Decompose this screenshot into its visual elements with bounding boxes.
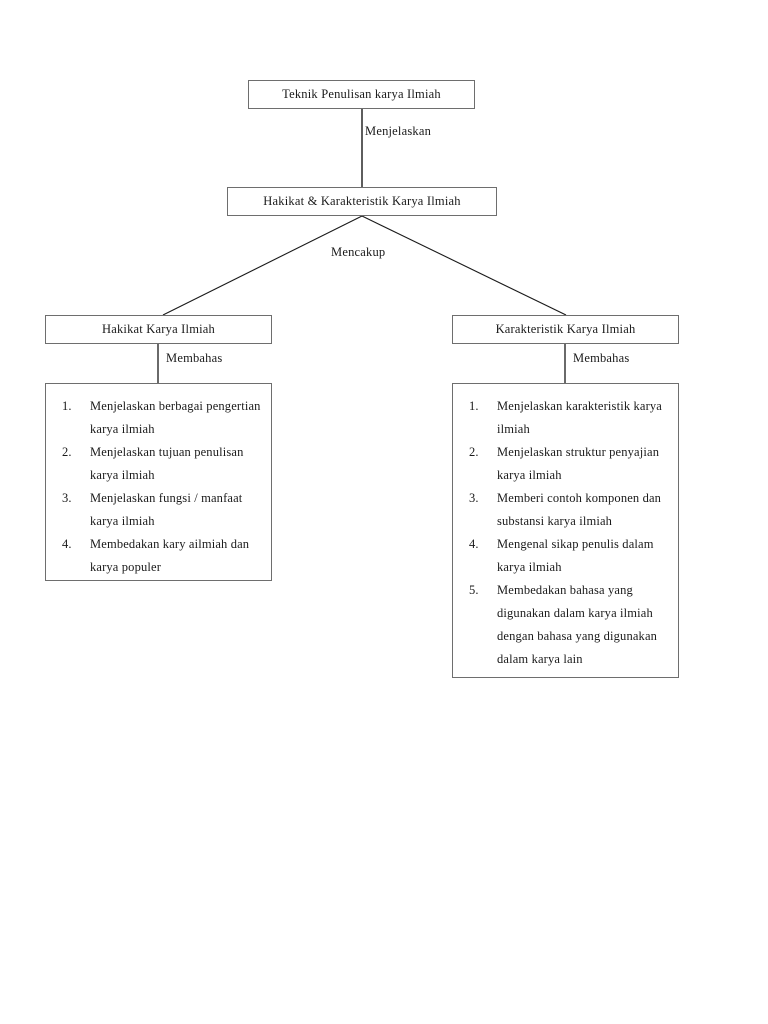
hakikat-item-list: 1. Menjelaskan berbagai pengertian karya …	[56, 395, 261, 579]
list-item: 4. Mengenal sikap penulis dalam karya ilm…	[463, 533, 668, 579]
list-item: 4. Membedakan kary ailmiah dan karya popu…	[56, 533, 261, 579]
node-root[interactable]: Teknik Penulisan karya Ilmiah	[248, 80, 475, 109]
node-left-branch-label: Hakikat Karya Ilmiah	[102, 322, 215, 336]
node-hakikat-karya-ilmiah[interactable]: Hakikat Karya Ilmiah	[45, 315, 272, 344]
connector-level2-to-right	[361, 215, 567, 316]
list-item-number: 3.	[62, 491, 72, 505]
list-item-number: 2.	[62, 445, 72, 459]
list-item-text: Menjelaskan karakteristik karya ilmiah	[497, 399, 663, 436]
edge-label-membahas-left: Membahas	[166, 351, 223, 365]
list-item-text: Memberi contoh komponen dan substansi ka…	[497, 491, 662, 528]
list-item: 3. Menjelaskan fungsi / manfaat karya ilm…	[56, 487, 261, 533]
list-item-text: Menjelaskan struktur penyajian karya ilm…	[497, 445, 660, 482]
list-item: 5. Membedakan bahasa yang digunakan dalam…	[463, 579, 668, 671]
karakteristik-item-list: 1. Menjelaskan karakteristik karya ilmiah…	[463, 395, 668, 671]
node-karakteristik-karya-ilmiah[interactable]: Karakteristik Karya Ilmiah	[452, 315, 679, 344]
list-item-number: 5.	[469, 583, 479, 597]
node-root-label: Teknik Penulisan karya Ilmiah	[282, 87, 441, 101]
list-item-number: 2.	[469, 445, 479, 459]
list-box-hakikat: 1. Menjelaskan berbagai pengertian karya …	[45, 383, 272, 581]
list-item-number: 1.	[62, 399, 72, 413]
list-box-karakteristik: 1. Menjelaskan karakteristik karya ilmiah…	[452, 383, 679, 678]
list-item-text: Menjelaskan fungsi / manfaat karya ilmia…	[90, 491, 243, 528]
list-item-number: 4.	[62, 537, 72, 551]
list-item: 3. Memberi contoh komponen dan substansi …	[463, 487, 668, 533]
connector-level2-to-left	[162, 215, 363, 316]
list-item: 2. Menjelaskan struktur penyajian karya i…	[463, 441, 668, 487]
edge-label-menjelaskan: Menjelaskan	[365, 124, 432, 138]
node-right-branch-label: Karakteristik Karya Ilmiah	[495, 322, 636, 336]
node-level2[interactable]: Hakikat & Karakteristik Karya Ilmiah	[227, 187, 497, 216]
edge-label-membahas-right: Membahas	[573, 351, 630, 365]
list-item-number: 3.	[469, 491, 479, 505]
edge-label-mencakup: Mencakup	[331, 245, 386, 259]
list-item: 2. Menjelaskan tujuan penulisan karya ilm…	[56, 441, 261, 487]
list-item-number: 1.	[469, 399, 479, 413]
node-level2-label: Hakikat & Karakteristik Karya Ilmiah	[263, 194, 461, 208]
list-item-text: Mengenal sikap penulis dalam karya ilmia…	[497, 537, 654, 574]
list-item: 1. Menjelaskan karakteristik karya ilmiah	[463, 395, 668, 441]
list-item-text: Membedakan kary ailmiah dan karya popule…	[90, 537, 250, 574]
list-item: 1. Menjelaskan berbagai pengertian karya …	[56, 395, 261, 441]
list-item-number: 4.	[469, 537, 479, 551]
list-item-text: Menjelaskan tujuan penulisan karya ilmia…	[90, 445, 244, 482]
list-item-text: Menjelaskan berbagai pengertian karya il…	[90, 399, 261, 436]
list-item-text: Membedakan bahasa yang digunakan dalam k…	[497, 583, 658, 666]
